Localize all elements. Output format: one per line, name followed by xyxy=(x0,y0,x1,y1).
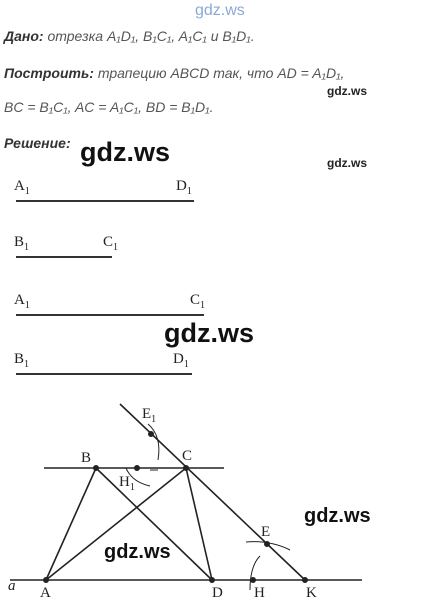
segment-bd xyxy=(95,467,213,581)
segment-ac xyxy=(45,467,187,581)
label-c: C xyxy=(182,448,192,464)
label-line-a: a xyxy=(8,578,16,594)
segment-3-left-label: A1 xyxy=(14,292,30,311)
segment-a1d1 xyxy=(16,200,194,202)
segment-2-right-label: C1 xyxy=(103,234,119,253)
given-text: отрезка A₁D₁, B₁C₁, A₁C₁ и B₁D₁. xyxy=(43,28,255,44)
label-a: A xyxy=(40,585,51,601)
construct-label: Построить: xyxy=(4,65,94,81)
arc-h1 xyxy=(125,467,151,487)
arc-e1 xyxy=(147,423,160,461)
point-e xyxy=(264,541,270,547)
watermark-small-1: gdz.ws xyxy=(327,84,368,98)
point-k xyxy=(302,577,308,583)
watermark-small-2: gdz.ws xyxy=(327,156,368,170)
construct-line-2: BC = B₁C₁, AC = A₁C₁, BD = B₁D₁. xyxy=(4,99,214,115)
solution-label: Решение: xyxy=(4,135,71,151)
watermark-center: gdz.ws xyxy=(164,318,255,348)
segment-b1d1 xyxy=(16,373,192,375)
solution-line: Решение: xyxy=(4,135,71,151)
point-h xyxy=(250,577,256,583)
label-b: B xyxy=(81,450,91,466)
label-d: D xyxy=(212,585,223,601)
point-h1 xyxy=(134,465,140,471)
given-label: Дано: xyxy=(4,28,44,44)
segment-4-left-label: B1 xyxy=(14,351,30,370)
segment-4-right-label: D1 xyxy=(173,351,189,370)
watermark-figure-left: gdz.ws xyxy=(104,541,171,563)
segment-3-right-label: C1 xyxy=(190,292,206,311)
segment-1-left-label: A1 xyxy=(14,178,30,197)
segment-2-left-label: B1 xyxy=(14,234,30,253)
label-k: K xyxy=(306,585,317,601)
label-e1: E1 xyxy=(142,406,156,425)
watermark-top: gdz.ws xyxy=(195,2,245,19)
label-h: H xyxy=(254,585,265,601)
point-d xyxy=(209,577,215,583)
watermark-figure-right: gdz.ws xyxy=(304,505,371,527)
construct-line: Построить: трапецию ABCD так, что AD = A… xyxy=(4,65,344,81)
segment-b1c1 xyxy=(16,256,112,258)
segment-a1c1 xyxy=(16,314,204,316)
point-b xyxy=(93,465,99,471)
given-line: Дано: отрезка A₁D₁, B₁C₁, A₁C₁ и B₁D₁. xyxy=(4,28,255,44)
point-a xyxy=(43,577,49,583)
construct-text: трапецию ABCD так, что AD = A₁D₁, xyxy=(93,65,345,81)
construction-figure: E1 B C H1 E A D H K a gdz.ws gdz.ws xyxy=(8,403,371,601)
arc-h xyxy=(249,555,261,591)
segment-cd xyxy=(185,467,213,581)
segment-1-right-label: D1 xyxy=(176,178,192,197)
point-c xyxy=(183,465,189,471)
point-e1 xyxy=(148,431,154,437)
watermark-big: gdz.ws xyxy=(80,137,171,167)
label-h1: H1 xyxy=(119,474,135,493)
label-e: E xyxy=(261,524,270,540)
segment-ab xyxy=(45,467,97,581)
